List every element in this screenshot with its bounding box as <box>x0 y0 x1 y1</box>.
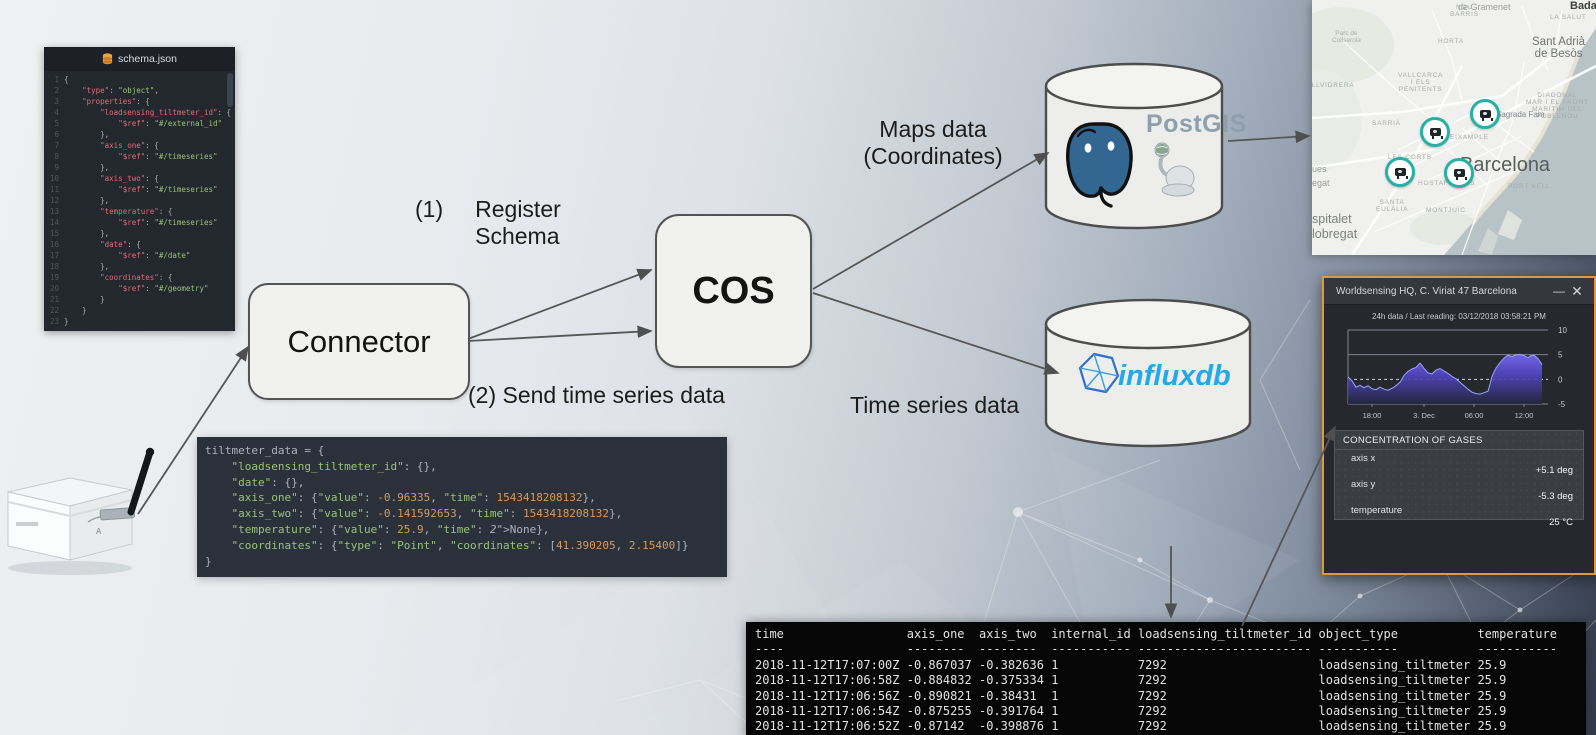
svg-text:06:00: 06:00 <box>1465 411 1484 420</box>
json-file-icon <box>102 53 113 65</box>
sensor-marker-icon[interactable] <box>1385 157 1415 187</box>
dashboard-window: Worldsensing HQ, C. Viriat 47 Barcelona … <box>1322 276 1596 575</box>
svg-text:0: 0 <box>1558 375 1563 384</box>
tiltmeter-glyph <box>1394 168 1408 179</box>
schema-code: 1{2 "type": "object",3 "properties": {4 … <box>49 75 232 326</box>
cos-node: COS <box>655 214 812 368</box>
svg-text:3. Dec: 3. Dec <box>1413 411 1435 420</box>
tilt-area-chart: 10 5 0 -5 18:00 3. Dec 06:00 12:00 <box>1347 326 1567 420</box>
concentration-panel: CONCENTRATION OF GASES axis x +5.1 deg a… <box>1334 430 1584 528</box>
sensor-marker-icon[interactable] <box>1444 158 1474 188</box>
time-series-data-label: Time series data <box>850 392 1020 418</box>
postgis-database-cylinder <box>1044 62 1224 230</box>
gas-row-value: -5.3 deg <box>1538 491 1573 502</box>
svg-text:18:00: 18:00 <box>1363 411 1382 420</box>
concentration-title: CONCENTRATION OF GASES <box>1335 431 1583 450</box>
schema-filename: schema.json <box>118 53 177 65</box>
schema-editor-window: schema.json 1{2 "type": "object",3 "prop… <box>44 47 235 331</box>
tiltmeter-glyph <box>1479 110 1493 121</box>
step1-label: (1) Register Schema <box>415 196 561 250</box>
editor-scrollbar[interactable] <box>227 73 233 107</box>
influxdb-title: influxdb <box>1118 360 1231 392</box>
tiltmeter-data-code: tiltmeter_data = { "loadsensing_tiltmete… <box>197 437 727 577</box>
map-base <box>1312 0 1596 255</box>
step1-number: (1) <box>415 196 444 222</box>
gas-row-label: axis y <box>1351 479 1376 490</box>
svg-text:12:00: 12:00 <box>1515 411 1534 420</box>
postgresql-logo <box>1066 122 1133 208</box>
connector-node: Connector <box>248 283 470 400</box>
chart-subtitle: 24h data / Last reading: 03/12/2018 03:5… <box>1372 312 1546 321</box>
minimize-icon[interactable]: — <box>1553 284 1565 298</box>
svg-text:5: 5 <box>1558 351 1563 360</box>
svg-text:-5: -5 <box>1558 400 1566 409</box>
gas-row-label: axis x <box>1351 453 1376 464</box>
svg-text:A: A <box>96 527 102 536</box>
schema-editor-titlebar: schema.json <box>44 47 235 71</box>
dashboard-title: Worldsensing HQ, C. Viriat 47 Barcelona <box>1336 285 1517 297</box>
postgis-elephant-mascot <box>1154 142 1195 197</box>
terminal-output: time axis_one axis_two internal_id loads… <box>746 622 1586 735</box>
step2-label: (2) Send time series data <box>468 382 725 408</box>
tiltmeter-glyph <box>1453 169 1467 180</box>
sensor-marker-icon[interactable] <box>1420 117 1450 147</box>
dashboard-titlebar: Worldsensing HQ, C. Viriat 47 Barcelona … <box>1324 278 1594 305</box>
tiltmeter-device-photo: A <box>7 447 155 575</box>
gas-row-value: 25 °C <box>1549 517 1573 528</box>
tiltmeter-glyph <box>1429 128 1443 139</box>
gas-row-value: +5.1 deg <box>1535 465 1573 476</box>
gas-row-label: temperature <box>1351 505 1403 516</box>
close-icon[interactable]: ✕ <box>1571 282 1583 299</box>
svg-text:10: 10 <box>1558 326 1567 335</box>
influxdb-logo <box>1078 352 1120 394</box>
postgis-title: PostGIS <box>1146 110 1247 138</box>
maps-data-label: Maps data (Coordinates) <box>863 116 1003 169</box>
cos-label: COS <box>692 269 775 312</box>
step1-text: Register Schema <box>475 196 561 249</box>
connector-label: Connector <box>287 323 431 359</box>
sensor-marker-icon[interactable] <box>1470 99 1500 129</box>
